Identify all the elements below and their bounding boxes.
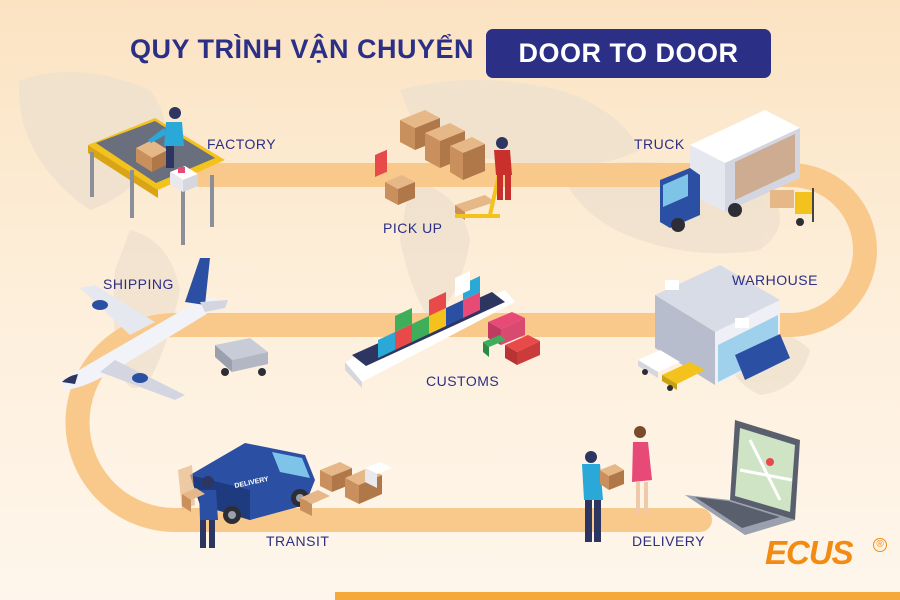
registered-mark: ® [873, 538, 887, 552]
step-label-shipping: SHIPPING [103, 276, 174, 292]
step-label-warehouse: WARHOUSE [732, 272, 818, 288]
title-badge: DOOR TO DOOR [486, 29, 771, 78]
step-label-factory: FACTORY [207, 136, 277, 152]
step-label-pickup: PICK UP [383, 220, 443, 236]
footer-bar [335, 592, 900, 600]
page-title: QUY TRÌNH VẬN CHUYỂN [130, 34, 475, 64]
step-label-delivery: DELIVERY [632, 533, 705, 549]
step-label-customs: CUSTOMS [426, 373, 500, 389]
step-label-transit: TRANSIT [266, 533, 330, 549]
ecus-logo: ECUS [765, 534, 854, 571]
step-label-truck: TRUCK [634, 136, 685, 152]
